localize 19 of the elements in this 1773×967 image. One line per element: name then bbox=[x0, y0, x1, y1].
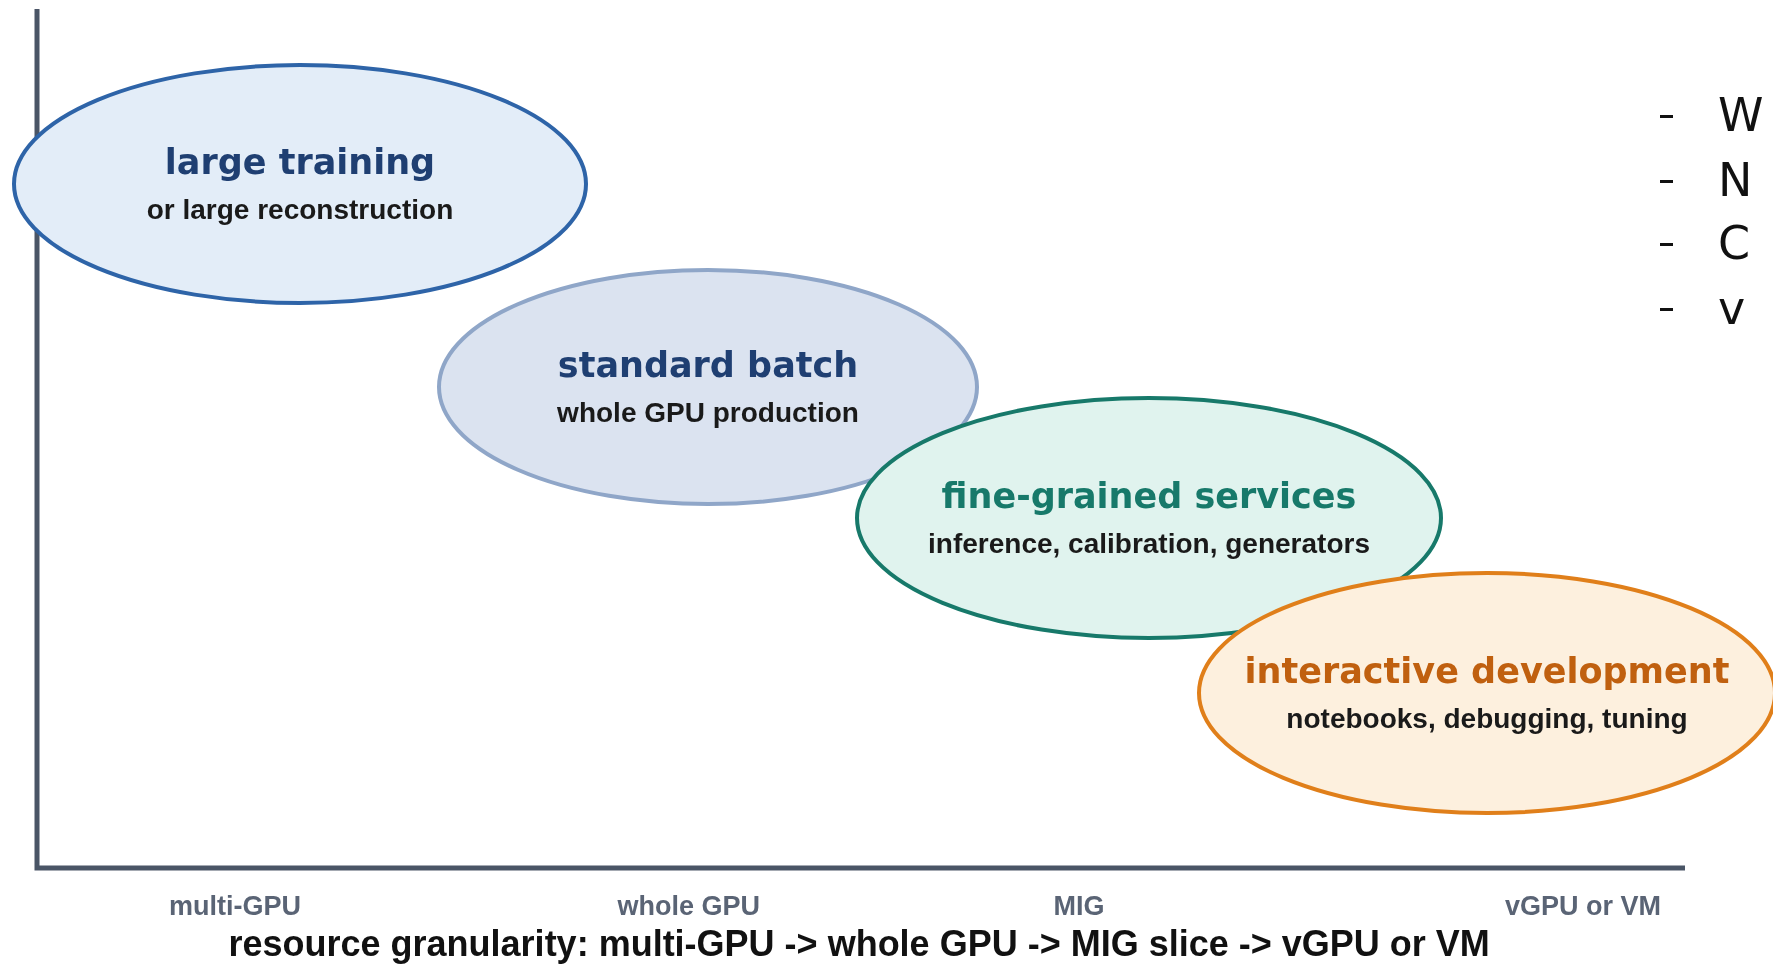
ellipse-node bbox=[12, 63, 588, 305]
list-item: v bbox=[1718, 281, 1746, 336]
axis-tick-label: whole GPU bbox=[617, 890, 760, 922]
node-title: standard batch bbox=[557, 345, 859, 385]
node-title: large training bbox=[164, 142, 436, 182]
node-subtitle: inference, calibration, generators bbox=[928, 528, 1370, 560]
list-item: W bbox=[1718, 88, 1764, 143]
node-title: fine-grained services bbox=[941, 476, 1357, 516]
node-subtitle: whole GPU production bbox=[557, 397, 859, 429]
list-item: N bbox=[1718, 153, 1753, 208]
list-item: C bbox=[1718, 216, 1751, 271]
axis-title: resource granularity: multi-GPU -> whole GPU -> MIG slice -> vGPU or VM bbox=[228, 923, 1490, 966]
node-subtitle: or large reconstruction bbox=[146, 194, 454, 226]
node-title: interactive development bbox=[1244, 651, 1730, 691]
node-subtitle: notebooks, debugging, tuning bbox=[1286, 703, 1688, 735]
axis-tick-label: multi-GPU bbox=[169, 890, 301, 922]
ellipse-node bbox=[855, 396, 1443, 640]
axis-tick-label: vGPU or VM bbox=[1505, 890, 1662, 922]
axis-tick-label: MIG bbox=[1053, 890, 1105, 922]
